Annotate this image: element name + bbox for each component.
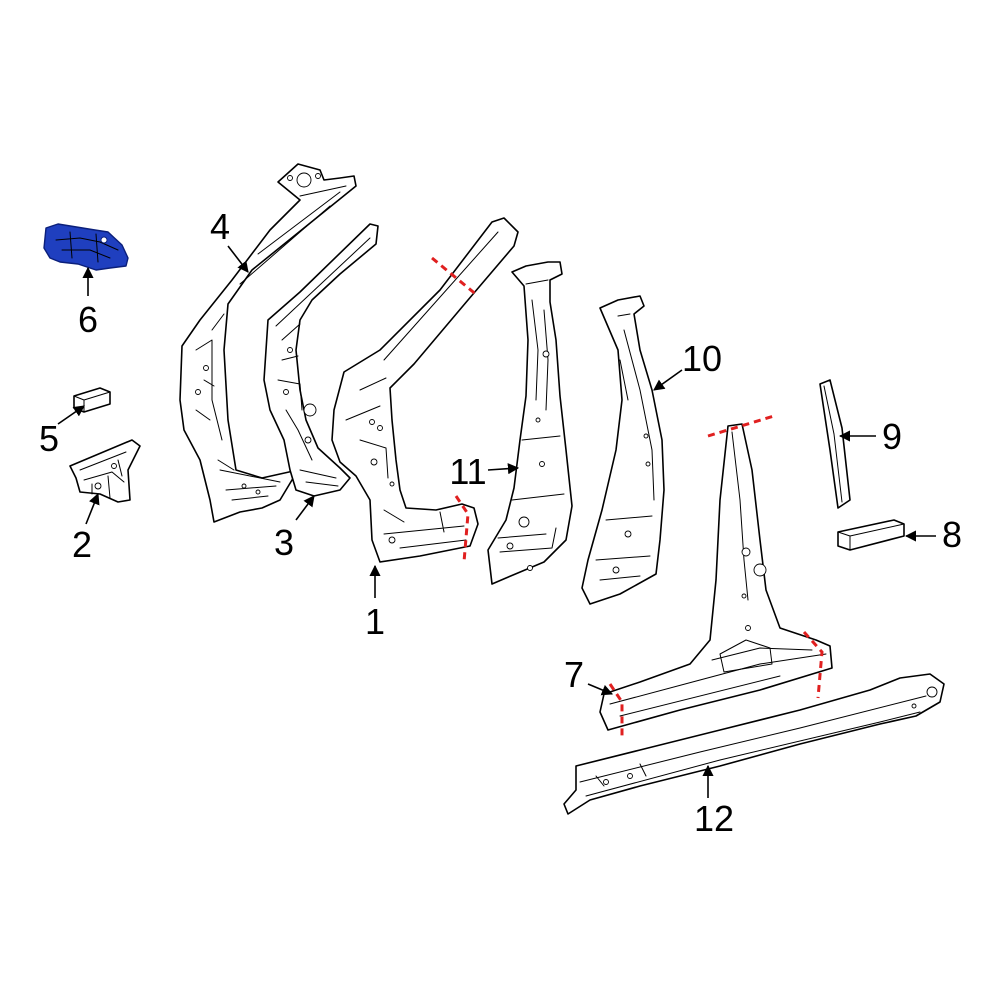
- leader-10: [653, 369, 683, 391]
- callout-7: 7: [564, 654, 584, 695]
- leader-5: [57, 405, 85, 425]
- leader-3: [295, 495, 315, 521]
- part-11-center-pillar-inner[interactable]: [487, 261, 573, 585]
- callout-8: 8: [942, 514, 962, 555]
- cut-line-1-top: [431, 256, 479, 298]
- callout-1: 1: [365, 601, 385, 642]
- callout-12: 12: [694, 798, 734, 839]
- part-6-bracket[interactable]: [43, 223, 129, 271]
- part-12-rocker-panel[interactable]: [563, 673, 945, 815]
- part-2-gusset[interactable]: [69, 439, 141, 503]
- cut-line-1-bottom: [454, 495, 470, 563]
- cut-line-7-right: [802, 630, 824, 699]
- leader-7: [587, 683, 614, 696]
- part-8-block[interactable]: [837, 519, 905, 551]
- part-3-pillar-inner[interactable]: [263, 223, 379, 497]
- part-9-strip[interactable]: [819, 379, 851, 509]
- callout-2: 2: [72, 524, 92, 565]
- leader-4: [227, 245, 249, 273]
- part-1-front-pillar[interactable]: [331, 217, 519, 563]
- callout-11: 11: [449, 451, 486, 492]
- callout-9: 9: [882, 416, 902, 457]
- callout-labels: 1 2 3 4 5 6 7 8 9 10 11 12: [39, 206, 962, 839]
- leader-lines: [57, 245, 936, 798]
- cut-lines: [431, 256, 824, 740]
- callout-10: 10: [682, 338, 722, 379]
- part-7-side-outer[interactable]: [599, 423, 833, 731]
- leader-2: [85, 492, 100, 525]
- part-4-pillar-outer[interactable]: [179, 163, 357, 523]
- callout-6: 6: [78, 299, 98, 340]
- callout-3: 3: [274, 522, 294, 563]
- part-10-center-pillar-reinforcement[interactable]: [581, 295, 665, 605]
- callout-4: 4: [210, 206, 230, 247]
- callout-5: 5: [39, 418, 59, 459]
- leader-11: [487, 463, 520, 475]
